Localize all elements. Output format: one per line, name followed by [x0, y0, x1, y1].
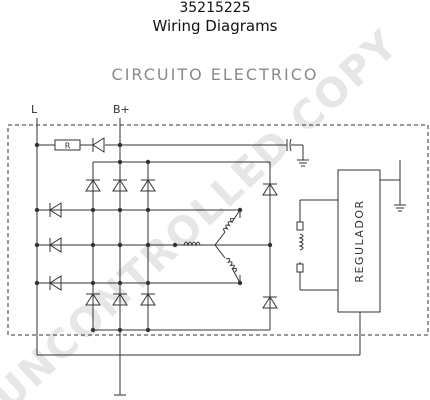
charge-lamp-diode	[92, 137, 105, 153]
rotor-coil	[299, 233, 304, 251]
regulator-label: REGULADOR	[353, 199, 366, 282]
resistor-symbol	[54, 139, 81, 151]
part-number: 35215225	[179, 0, 251, 16]
circuit-wiring	[7, 118, 429, 396]
page-subtitle: Wiring Diagrams	[152, 17, 278, 35]
junction-dots	[34, 142, 273, 333]
stator-coil-3	[225, 256, 239, 273]
resistor-label: R	[65, 142, 71, 151]
terminal-l-label: L	[31, 103, 38, 116]
terminal-b-label: B+	[113, 103, 130, 116]
brush-top	[296, 221, 304, 231]
brush-bottom	[296, 263, 304, 273]
schematic-title: CIRCUITO ELECTRICO	[112, 65, 319, 84]
